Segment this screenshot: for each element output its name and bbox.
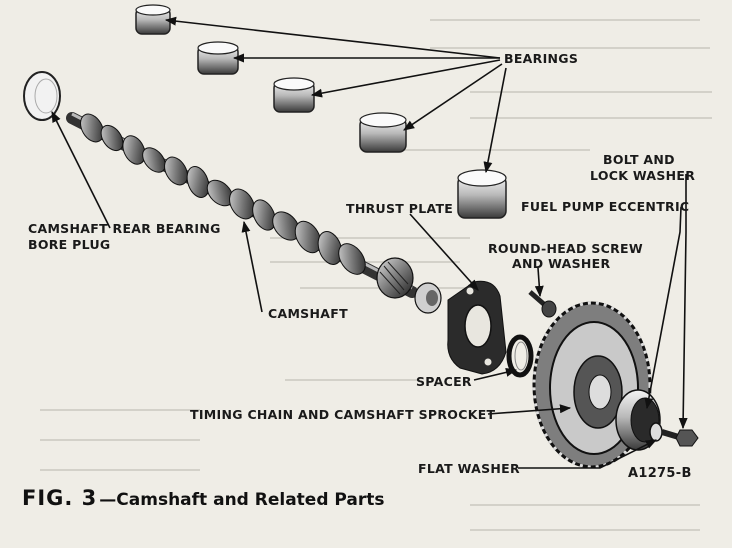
spacer — [506, 334, 534, 378]
leader-arrows — [51, 16, 688, 469]
bearing-5 — [457, 169, 507, 219]
bearing-1 — [135, 4, 171, 35]
bolt-part — [661, 429, 699, 447]
caption-title: —Camshaft and Related Parts — [99, 490, 385, 510]
figure-code: A1275-B — [628, 466, 692, 481]
label-spacer: SPACER — [416, 374, 472, 389]
label-flat-washer: FLAT WASHER — [418, 461, 520, 476]
label-timing-chain: TIMING CHAIN AND CAMSHAFT SPROCKET — [190, 407, 496, 422]
label-bore-plug-2: BORE PLUG — [28, 237, 111, 252]
round-head-screw — [528, 290, 557, 318]
label-thrust-plate: THRUST PLATE — [346, 201, 454, 216]
label-round-head-screw-1: ROUND-HEAD SCREW — [488, 241, 643, 256]
bearing-2 — [197, 41, 239, 75]
label-bore-plug-1: CAMSHAFT REAR BEARING — [28, 221, 221, 236]
camshaft — [66, 112, 442, 314]
label-camshaft: CAMSHAFT — [268, 306, 348, 321]
caption-fig-number: FIG. 3 — [22, 486, 98, 510]
label-bearings: BEARINGS — [504, 51, 579, 66]
thrust-plate — [447, 280, 507, 375]
bearing-4 — [359, 112, 407, 153]
label-bolt-and-lock-washer-2: LOCK WASHER — [590, 168, 696, 183]
bore-plug — [23, 71, 61, 121]
label-bolt-and-lock-washer-1: BOLT AND — [603, 152, 675, 167]
flat-washer-part — [649, 422, 663, 442]
bearing-3 — [273, 77, 315, 113]
label-round-head-screw-2: AND WASHER — [512, 256, 611, 271]
figure-caption: FIG. 3—Camshaft and Related Parts — [22, 486, 385, 510]
label-fuel-pump-eccentric: FUEL PUMP ECCENTRIC — [521, 199, 690, 214]
